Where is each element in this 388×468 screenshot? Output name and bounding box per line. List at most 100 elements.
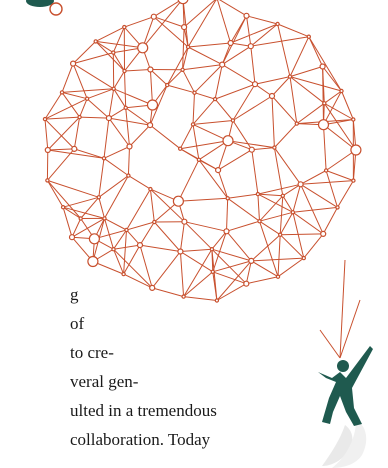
mesh-edge bbox=[99, 176, 129, 198]
mesh-edge bbox=[293, 207, 338, 212]
mesh-edge bbox=[215, 65, 222, 100]
mesh-edge bbox=[99, 197, 105, 218]
mesh-edge bbox=[154, 17, 184, 27]
mesh-node bbox=[123, 69, 126, 72]
mesh-node bbox=[281, 194, 284, 197]
mesh-node bbox=[351, 145, 361, 155]
mesh-edge bbox=[213, 261, 252, 272]
mesh-node bbox=[182, 219, 187, 224]
mesh-edge bbox=[342, 91, 354, 120]
mesh-edge bbox=[251, 258, 303, 261]
mesh-edge bbox=[247, 16, 251, 46]
mesh-node bbox=[102, 157, 105, 160]
mesh-edge bbox=[124, 230, 127, 274]
mesh-node bbox=[228, 41, 233, 46]
mesh-node bbox=[89, 234, 99, 244]
mesh-edge bbox=[195, 65, 223, 93]
mesh-edge bbox=[324, 125, 327, 171]
mesh-node bbox=[276, 275, 279, 278]
mesh-edge bbox=[99, 158, 104, 197]
mesh-edge bbox=[320, 330, 340, 358]
mesh-node bbox=[138, 243, 143, 248]
mesh-edge bbox=[323, 207, 337, 234]
mesh-edge bbox=[324, 125, 356, 150]
mesh-edge bbox=[73, 64, 87, 99]
mesh-edge bbox=[252, 150, 258, 194]
mesh-edge bbox=[150, 70, 167, 86]
mesh-node bbox=[187, 45, 190, 48]
mesh-edge bbox=[278, 24, 290, 77]
mesh-node bbox=[112, 87, 115, 90]
mesh-edge bbox=[154, 17, 188, 47]
mesh-node bbox=[288, 75, 291, 78]
mesh-edge bbox=[45, 119, 74, 149]
mesh-edge bbox=[260, 212, 293, 221]
mesh-edge bbox=[301, 171, 327, 185]
mesh-edge bbox=[48, 149, 75, 150]
mesh-edge bbox=[178, 160, 199, 201]
mesh-node bbox=[321, 231, 326, 236]
mesh-edge bbox=[126, 108, 130, 147]
mesh-edge bbox=[251, 46, 255, 84]
mesh-edge bbox=[184, 272, 213, 297]
mesh-edge bbox=[180, 249, 212, 251]
mesh-node bbox=[97, 196, 100, 199]
mesh-edge bbox=[124, 274, 153, 288]
mesh-edge bbox=[45, 117, 80, 119]
mesh-edge bbox=[195, 93, 216, 99]
mesh-edge bbox=[324, 91, 341, 103]
mesh-edge bbox=[180, 141, 228, 149]
mesh-node bbox=[193, 91, 196, 94]
mesh-edge bbox=[188, 0, 217, 47]
mesh-edge bbox=[212, 231, 227, 249]
mesh-edge bbox=[274, 124, 296, 148]
mesh-edge bbox=[290, 77, 324, 104]
mesh-node bbox=[197, 158, 200, 161]
mesh-node bbox=[211, 270, 214, 273]
text-line-5: ulted in a tremendous bbox=[70, 401, 217, 421]
mesh-node bbox=[256, 193, 259, 196]
mesh-node bbox=[151, 14, 156, 19]
mesh-node bbox=[210, 248, 213, 251]
mesh-edge bbox=[183, 65, 223, 70]
mesh-edge bbox=[128, 147, 129, 176]
mesh-edge bbox=[167, 85, 194, 93]
mesh-edge bbox=[105, 176, 129, 219]
mesh-node bbox=[150, 285, 155, 290]
mesh-edge bbox=[188, 47, 222, 65]
mesh-node bbox=[181, 68, 184, 71]
mesh-node bbox=[191, 123, 194, 126]
mesh-node bbox=[226, 197, 229, 200]
text-line-4: veral gen- bbox=[70, 372, 138, 392]
mesh-node bbox=[166, 84, 169, 87]
mesh-edge bbox=[260, 221, 279, 277]
figure-body bbox=[318, 346, 373, 426]
mesh-edge bbox=[87, 99, 109, 118]
mesh-edge bbox=[260, 221, 281, 235]
mesh-edge bbox=[81, 197, 99, 218]
mesh-node bbox=[127, 144, 132, 149]
mesh-edge bbox=[184, 222, 226, 232]
mesh-edge bbox=[304, 234, 323, 258]
mesh-node bbox=[78, 116, 81, 119]
mesh-node bbox=[291, 211, 294, 214]
mesh-node bbox=[148, 123, 153, 128]
mesh-node bbox=[43, 118, 46, 121]
mesh-edge bbox=[184, 297, 217, 301]
mesh-edge bbox=[247, 16, 278, 24]
jumping-figure bbox=[318, 346, 373, 426]
mesh-node bbox=[302, 257, 305, 260]
mesh-edge bbox=[113, 27, 124, 52]
mesh-node bbox=[138, 43, 148, 53]
mesh-edge bbox=[324, 103, 356, 150]
mesh-edge bbox=[188, 43, 231, 47]
mesh-node bbox=[352, 118, 355, 121]
mesh-node bbox=[71, 61, 76, 66]
mesh-node bbox=[273, 146, 276, 149]
mesh-node bbox=[231, 119, 234, 122]
mesh-edge bbox=[280, 234, 323, 235]
mesh-edge bbox=[180, 252, 183, 297]
mesh-edge bbox=[215, 99, 233, 120]
mesh-node bbox=[244, 281, 249, 286]
mesh-node bbox=[220, 62, 225, 67]
